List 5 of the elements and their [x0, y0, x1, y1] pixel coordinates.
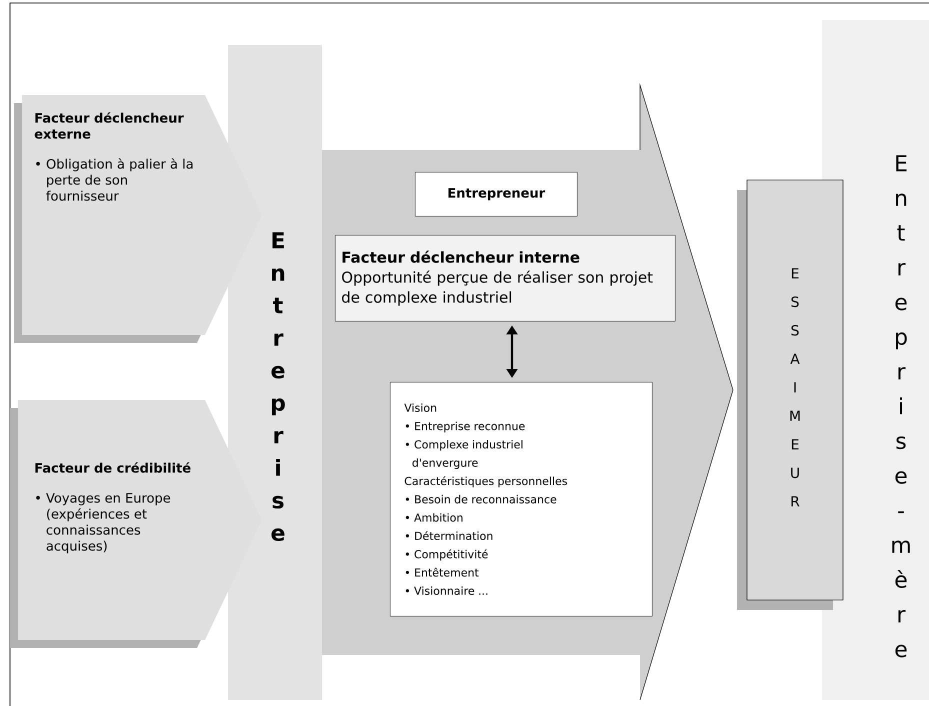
text-box: Vision • Entreprise reconnue • Complexe industriel d'envergure Caractéristiques personnelles • Besoin de reconnaissance • Ambition • Détermination • Compétitivité • Entêtement • Visionnaire ...: [390, 382, 652, 616]
text-box: ESSAIMEUR: [737, 180, 844, 610]
text-box: Facteur déclencheur interne Opportunité perçue de réaliser son projet de complexe industriel: [335, 235, 676, 322]
text-box: Entrepreneur: [415, 172, 578, 216]
vertical-band: Entreprise: [228, 45, 322, 700]
